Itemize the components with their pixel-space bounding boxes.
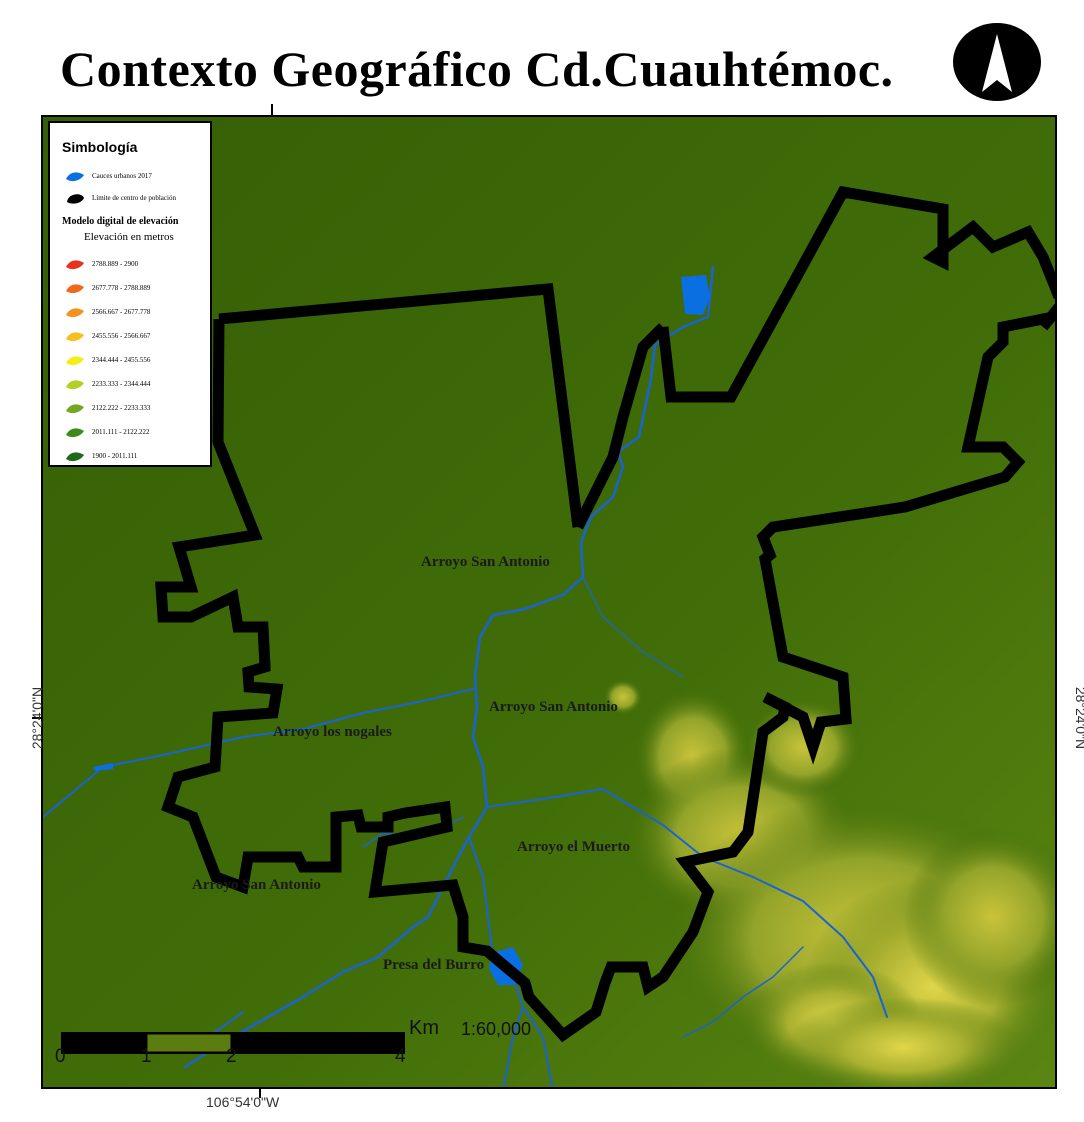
- label-arroyo-el-muerto: Arroyo el Muerto: [517, 839, 631, 855]
- longitude-label-bottom: 106°54'0"W: [206, 1094, 280, 1110]
- elevation-swatch-icon: [66, 308, 84, 318]
- scale-unit: Km: [409, 1017, 439, 1039]
- label-arroyo-san-antonio-southwest: Arroyo San Antonio: [192, 877, 321, 893]
- scale-tick-1: 1: [141, 1046, 152, 1067]
- label-arroyo-san-antonio-center: Arroyo San Antonio: [489, 699, 618, 715]
- map-frame[interactable]: Arroyo San Antonio Arroyo San Antonio Ar…: [41, 115, 1057, 1089]
- legend-dem-label: 2122.222 - 2233.333: [92, 404, 151, 412]
- elevation-swatch-icon: [66, 284, 84, 294]
- legend-item-label: Límite de centro de población: [92, 194, 176, 202]
- dem-title: Modelo digital de elevación: [62, 216, 179, 227]
- legend-dem-label: 2677.778 - 2788.889: [92, 284, 151, 292]
- legend-dem-label: 1900 - 2011.111: [92, 452, 138, 460]
- label-arroyo-los-nogales: Arroyo los nogales: [273, 724, 392, 740]
- legend-item-boundary: Límite de centro de población: [64, 189, 176, 207]
- legend-dem-class: 2566.667 - 2677.778: [64, 303, 150, 321]
- legend-dem-class: 2455.556 - 2566.667: [64, 327, 150, 345]
- legend-item-label: Cauces urbanos 2017: [92, 172, 152, 180]
- river-reservoir-north: [681, 275, 710, 315]
- legend-dem-class: 2233.333 - 2344.444: [64, 375, 150, 393]
- legend-dem-label: 2788.889 - 2900: [92, 260, 139, 268]
- legend: Simbología Cauces urbanos 2017 Límite de…: [48, 121, 212, 467]
- legend-item-streams: Cauces urbanos 2017: [64, 167, 152, 185]
- elevation-swatch-icon: [66, 428, 84, 438]
- legend-dem-class: 2677.778 - 2788.889: [64, 279, 150, 297]
- legend-dem-class: 2122.222 - 2233.333: [64, 399, 150, 417]
- legend-dem-class: 2011.111 - 2122.222: [64, 423, 150, 441]
- legend-title: Simbología: [62, 139, 138, 155]
- scale-tick-4: 4: [395, 1046, 406, 1067]
- elevation-swatch-icon: [66, 404, 84, 414]
- legend-dem-class: 1900 - 2011.111: [64, 447, 137, 465]
- stream-swatch-icon: [66, 172, 84, 182]
- population-boundary: [155, 185, 1055, 1043]
- lon-tick-bottom: [259, 1088, 261, 1098]
- elevation-swatch-icon: [66, 260, 84, 270]
- legend-dem-label: 2011.111 - 2122.222: [92, 428, 150, 436]
- scale-tick-2: 2: [226, 1046, 237, 1067]
- label-presa-del-burro: Presa del Burro: [383, 957, 485, 973]
- map-canvas[interactable]: [43, 117, 1057, 1089]
- dem-subtitle: Elevación en metros: [84, 231, 174, 243]
- legend-dem-label: 2344.444 - 2455.556: [92, 356, 151, 364]
- label-arroyo-san-antonio-north: Arroyo San Antonio: [421, 554, 550, 570]
- lon-tick-top: [271, 104, 273, 116]
- latitude-label-left: 28°24'0"N: [29, 686, 46, 750]
- scale-bar: [61, 1032, 405, 1054]
- legend-dem-label: 2566.667 - 2677.778: [92, 308, 151, 316]
- legend-dem-class: 2788.889 - 2900: [64, 255, 138, 273]
- legend-dem-label: 2455.556 - 2566.667: [92, 332, 151, 340]
- elevation-swatch-icon: [66, 332, 84, 342]
- latitude-label-right: 28°24'0"N: [1073, 686, 1084, 750]
- boundary-swatch-icon: [67, 194, 84, 204]
- elevation-swatch-icon: [66, 452, 84, 462]
- river-pool-nogales: [93, 763, 113, 771]
- map-title: Contexto Geográfico Cd.Cuauhtémoc.: [60, 41, 894, 97]
- lat-tick-left: [32, 717, 42, 719]
- elevation-swatch-icon: [66, 380, 84, 390]
- legend-dem-label: 2233.333 - 2344.444: [92, 380, 151, 388]
- scale-ratio: 1:60,000: [461, 1019, 532, 1039]
- scale-tick-0: 0: [55, 1046, 66, 1067]
- north-arrow-icon: [953, 23, 1041, 101]
- legend-dem-class: 2344.444 - 2455.556: [64, 351, 150, 369]
- elevation-swatch-icon: [66, 356, 84, 366]
